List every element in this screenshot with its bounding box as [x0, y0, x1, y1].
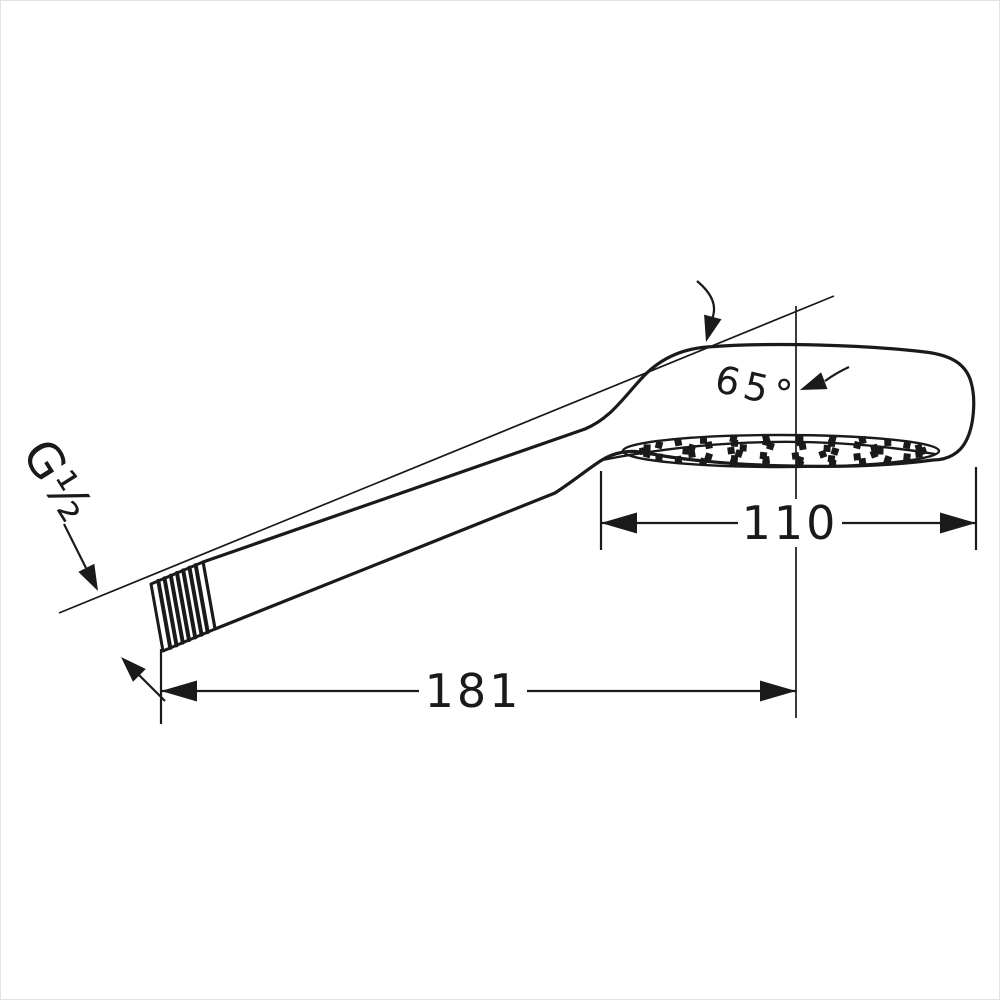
- thread-size-label: G½: [11, 430, 104, 532]
- dim110-text-mask: [738, 499, 842, 547]
- nozzle-dot: [884, 438, 892, 446]
- dim110-arrow-right: [940, 512, 976, 534]
- dim110-arrow-left: [601, 512, 637, 534]
- nozzle-dot: [704, 441, 713, 450]
- nozzle-dot: [827, 454, 836, 463]
- nozzle-dot: [727, 446, 736, 455]
- nozzle-dot: [687, 443, 697, 453]
- angle-arrow-right: [800, 372, 828, 390]
- nozzle-dots: [638, 433, 928, 469]
- nozzle-dot: [914, 443, 924, 453]
- dim181-arrow-left: [161, 680, 197, 702]
- nozzle-dot: [766, 441, 775, 451]
- dim181-text-mask: [419, 668, 527, 714]
- nozzle-dot: [870, 443, 879, 453]
- nozzle-dot: [876, 447, 884, 455]
- nozzle-dot: [903, 453, 911, 461]
- thread-ribs: [156, 563, 210, 650]
- nozzle-dot: [730, 439, 739, 447]
- nozzle-dot: [914, 450, 923, 459]
- nozzle-dot: [739, 444, 747, 452]
- nozzle-dot: [830, 447, 840, 456]
- angle-arc-right: [824, 366, 850, 382]
- thread-end-pointer-arrow: [121, 657, 146, 682]
- nozzle-dot: [883, 455, 893, 465]
- nozzle-dot: [902, 440, 912, 450]
- nozzle-dot: [759, 451, 768, 460]
- nozzle-dot: [674, 455, 683, 464]
- overall-length-value: 181: [425, 664, 522, 718]
- nozzle-dot: [643, 444, 651, 452]
- nozzle-dot: [730, 455, 739, 463]
- thread-leader-line: [63, 523, 87, 569]
- nozzle-dot: [853, 440, 862, 450]
- thread-leader-arrow: [78, 563, 98, 591]
- spray-plate: [621, 433, 941, 469]
- shower-body-outline: [201, 342, 976, 631]
- dim181-arrow-right: [760, 680, 796, 702]
- nozzle-dot: [823, 444, 831, 453]
- angle-arrow-top: [704, 314, 722, 342]
- nozzle-dot: [796, 434, 804, 442]
- nozzle-dot: [704, 452, 714, 462]
- nozzle-dot: [853, 452, 862, 461]
- nozzle-dot: [734, 449, 744, 459]
- nozzle-dot: [655, 453, 663, 461]
- nozzle-dot: [798, 442, 807, 451]
- thread-end-pointer-line: [138, 674, 166, 702]
- nozzle-dot: [827, 439, 836, 447]
- head-width-value: 110: [742, 496, 839, 550]
- nozzle-dot: [654, 440, 664, 450]
- axis-centerline: [58, 295, 835, 614]
- nozzle-dot: [818, 449, 828, 459]
- nozzle-dot: [699, 436, 708, 444]
- nozzle-dot: [674, 438, 683, 447]
- angle-arc-top: [696, 280, 716, 320]
